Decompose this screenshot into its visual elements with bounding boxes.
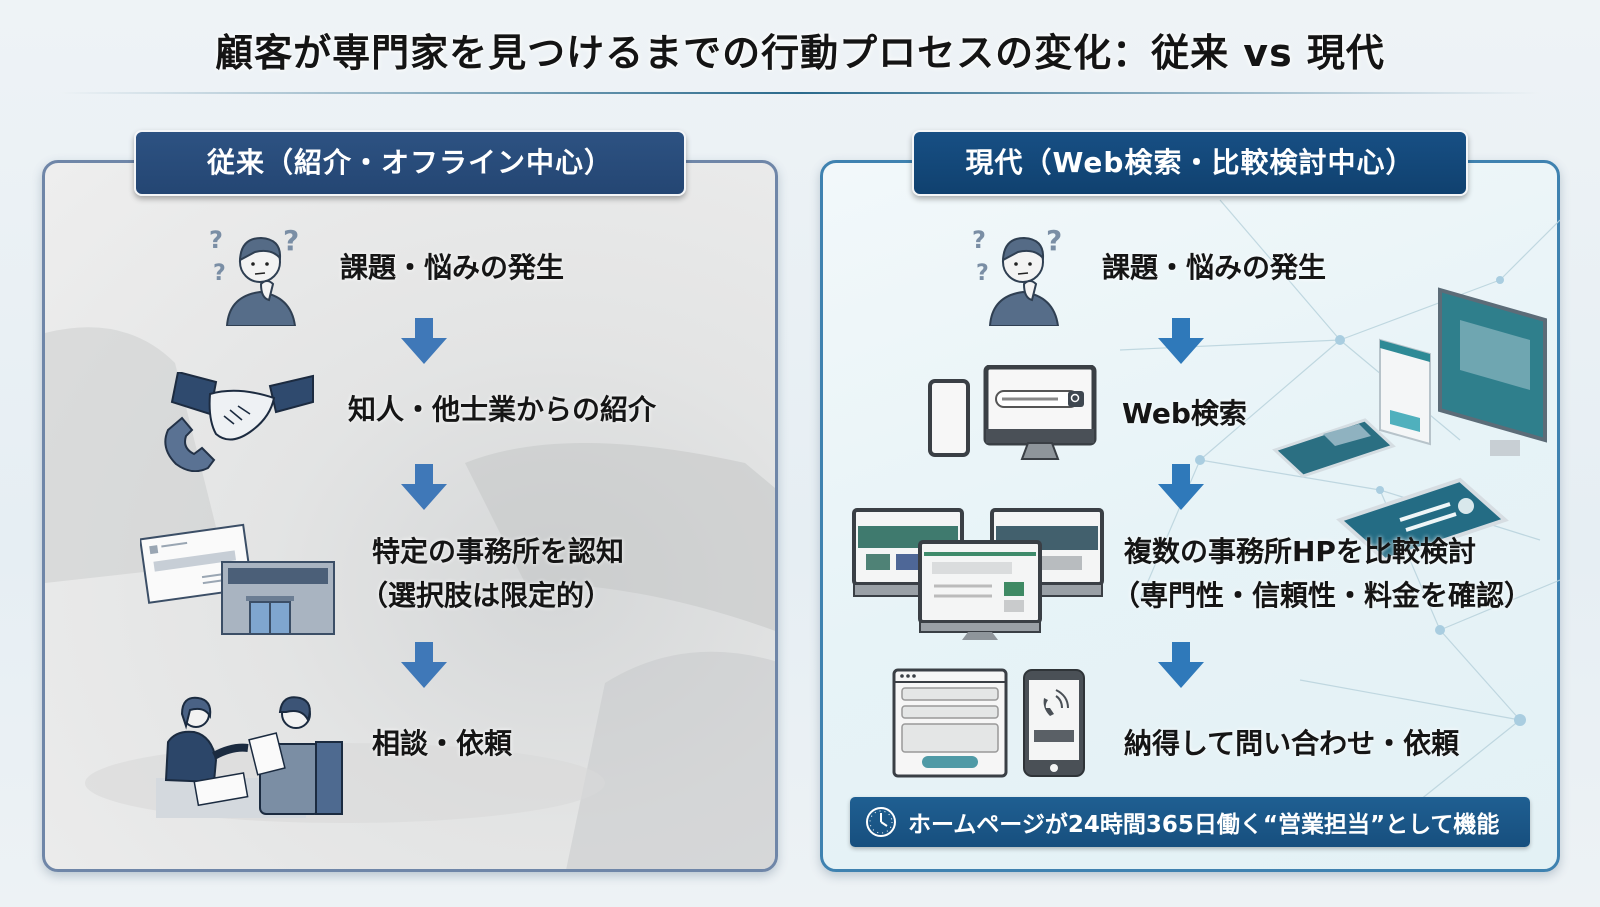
arrow-down-icon [401, 464, 447, 510]
traditional-header: 従来（紹介・オフライン中心） [134, 130, 686, 196]
arrow-down-icon [1158, 642, 1204, 688]
modern-step-3-sublabel: （専門性・信頼性・料金を確認） [1112, 579, 1533, 612]
clock-icon [866, 807, 896, 837]
traditional-step-2-label: 知人・他士業からの紹介 [348, 393, 657, 426]
business-card-office-icon [140, 523, 335, 635]
traditional-step-3-sublabel: （選択肢は限定的） [360, 579, 613, 612]
confused-person-icon: ? ? ? [209, 224, 299, 326]
svg-text:?: ? [972, 226, 986, 254]
title-divider [60, 92, 1540, 94]
contact-form-phone-icon [892, 668, 1085, 778]
arrow-down-icon [401, 642, 447, 688]
page-title: 顧客が専門家を見つけるまでの行動プロセスの変化：従来 vs 現代 [215, 31, 1385, 75]
arrow-down-icon [1158, 464, 1204, 510]
modern-step-1-label: 課題・悩みの発生 [1102, 251, 1327, 284]
svg-text:?: ? [213, 261, 226, 286]
traditional-step-4-label: 相談・依頼 [372, 727, 513, 760]
svg-text:?: ? [1046, 224, 1062, 257]
svg-text:?: ? [209, 226, 223, 254]
traditional-step-3-label: 特定の事務所を認知 [372, 535, 625, 568]
homepage-sales-banner: ホームページが24時間365日働く“営業担当”として機能 [850, 797, 1530, 847]
handshake-phone-icon [164, 372, 314, 472]
traditional-step-1-label: 課題・悩みの発生 [340, 251, 565, 284]
modern-step-2-label: Web検索 [1122, 397, 1247, 430]
confused-person-icon: ? ? ? [972, 224, 1062, 326]
svg-text:?: ? [976, 261, 989, 286]
modern-step-3-label: 複数の事務所HPを比較検討 [1124, 535, 1476, 568]
phone-monitor-search-icon [928, 365, 1097, 460]
banner-text: ホームページが24時間365日働く“営業担当”として機能 [908, 812, 1500, 838]
svg-text:?: ? [283, 224, 299, 257]
arrow-down-icon [1158, 318, 1204, 364]
modern-step-4-label: 納得して問い合わせ・依頼 [1124, 727, 1460, 760]
consultation-meeting-icon [156, 696, 343, 818]
arrow-down-icon [401, 318, 447, 364]
modern-header: 現代（Web検索・比較検討中心） [912, 130, 1468, 196]
multiple-monitors-icon [852, 508, 1104, 640]
